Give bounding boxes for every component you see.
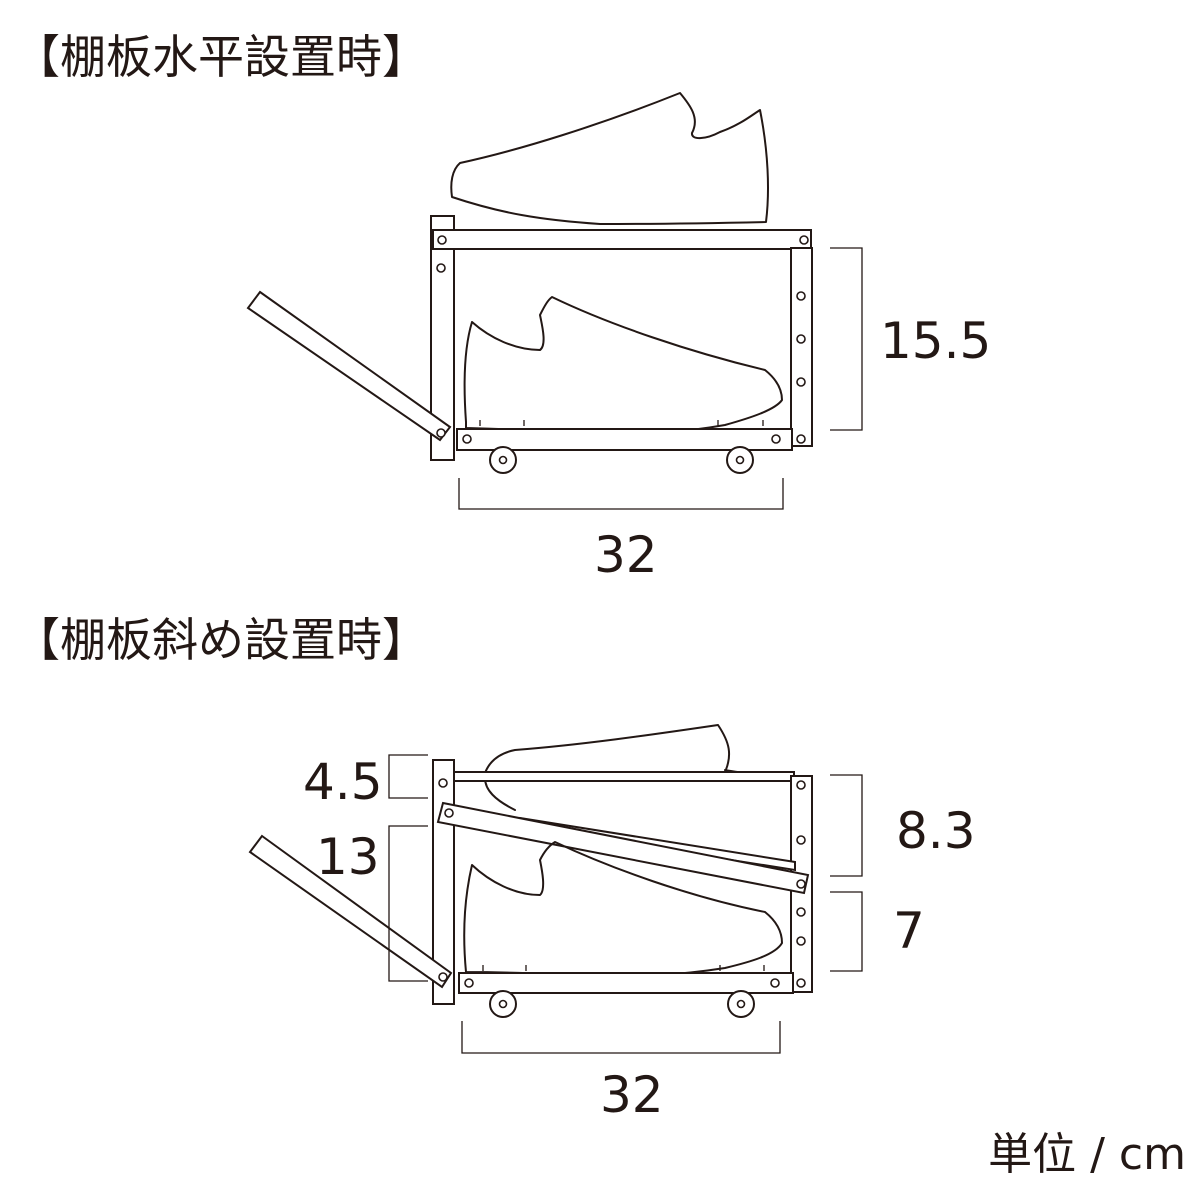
horizontal-height-label: 15.5	[880, 312, 992, 370]
lower-height-dimension-bracket	[388, 825, 428, 982]
bottom-rail	[456, 428, 793, 451]
slanted-shelf-illustration	[248, 724, 863, 1054]
unit-label: 単位 / cm	[988, 1129, 1186, 1180]
top-shelf-bar	[453, 771, 795, 782]
top-gap-dimension-bracket	[388, 754, 428, 799]
slanted-board	[248, 834, 453, 989]
lower-shoe-outline	[463, 296, 783, 436]
bottom-height-dimension-bracket	[830, 891, 863, 972]
slanted-shelf-heading: 【棚板斜め設置時】	[14, 613, 428, 667]
left-upright	[430, 215, 455, 461]
slanted-bottom-height-label: 7	[893, 902, 925, 960]
slanted-board	[246, 290, 452, 442]
slanted-lower-height-label: 13	[316, 828, 380, 886]
height-dimension-bracket	[830, 247, 863, 431]
upper-shoe-outline	[450, 92, 769, 225]
width-dimension-bracket	[458, 478, 784, 510]
slanted-width-label: 32	[600, 1066, 664, 1124]
horizontal-shelf-heading: 【棚板水平設置時】	[14, 30, 428, 84]
horizontal-shelf-illustration	[246, 92, 863, 510]
bottom-rail	[458, 972, 794, 994]
top-shelf-bar	[432, 229, 812, 250]
upper-height-dimension-bracket	[830, 774, 863, 877]
horizontal-width-label: 32	[594, 526, 658, 584]
slanted-upper-height-label: 8.3	[896, 802, 976, 860]
width-dimension-bracket	[461, 1021, 781, 1054]
slanted-top-gap-label: 4.5	[303, 753, 383, 811]
right-upright	[790, 247, 813, 447]
upper-shoe-outline	[484, 724, 791, 811]
slanted-shelf-bar	[436, 801, 810, 895]
